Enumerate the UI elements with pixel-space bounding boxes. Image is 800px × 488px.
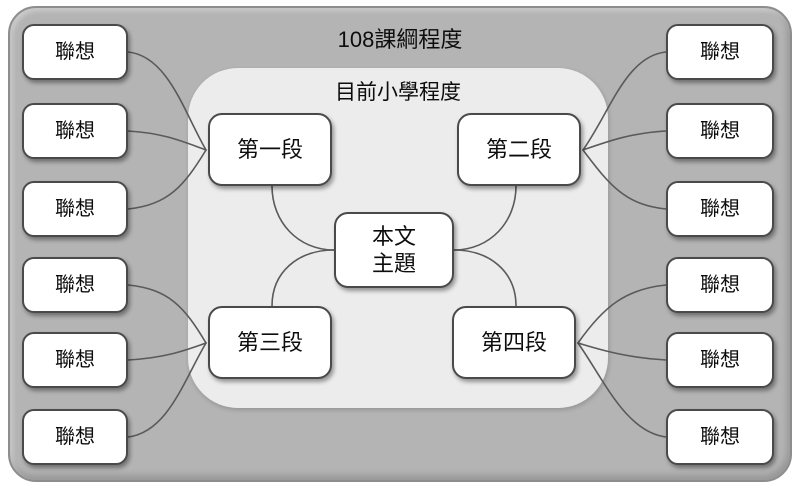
node-association-right-6: 聯想 [666, 409, 774, 465]
node-paragraph-1-label: 第一段 [236, 136, 303, 162]
node-association-left-5: 聯想 [22, 332, 128, 388]
node-association-left-1-label: 聯想 [55, 40, 95, 63]
node-paragraph-1: 第一段 [208, 113, 332, 186]
node-main-topic: 本文 主題 [334, 212, 454, 288]
node-paragraph-4: 第四段 [452, 306, 576, 379]
node-association-right-6-label: 聯想 [700, 425, 740, 448]
outer-frame-title: 108課綱程度 [337, 27, 463, 52]
node-association-right-5-label: 聯想 [700, 348, 740, 371]
node-association-right-5: 聯想 [666, 332, 774, 388]
node-association-right-3: 聯想 [666, 181, 774, 237]
node-association-left-5-label: 聯想 [55, 348, 95, 371]
node-association-right-3-label: 聯想 [700, 197, 740, 220]
node-association-left-4: 聯想 [22, 257, 128, 313]
node-association-left-4-label: 聯想 [55, 273, 95, 296]
node-association-left-6: 聯想 [22, 409, 128, 465]
node-association-right-1: 聯想 [666, 24, 774, 80]
node-association-left-6-label: 聯想 [55, 425, 95, 448]
node-association-left-3: 聯想 [22, 181, 128, 237]
node-paragraph-2-label: 第二段 [485, 136, 552, 162]
node-association-right-4-label: 聯想 [700, 273, 740, 296]
node-paragraph-2: 第二段 [457, 113, 581, 186]
inner-frame-title: 目前小學程度 [335, 81, 461, 104]
node-association-left-2: 聯想 [22, 103, 128, 159]
node-association-right-1-label: 聯想 [700, 40, 740, 63]
node-main-topic-line1: 本文 [371, 223, 416, 249]
node-association-left-2-label: 聯想 [55, 119, 95, 142]
node-association-left-1: 聯想 [22, 24, 128, 80]
node-association-right-2-label: 聯想 [700, 119, 740, 142]
node-association-left-3-label: 聯想 [55, 197, 95, 220]
node-main-topic-line2: 主題 [371, 251, 416, 276]
node-paragraph-3: 第三段 [208, 306, 332, 379]
node-association-right-2: 聯想 [666, 103, 774, 159]
node-paragraph-4-label: 第四段 [480, 329, 547, 355]
node-association-right-4: 聯想 [666, 257, 774, 313]
node-paragraph-3-label: 第三段 [236, 329, 303, 355]
